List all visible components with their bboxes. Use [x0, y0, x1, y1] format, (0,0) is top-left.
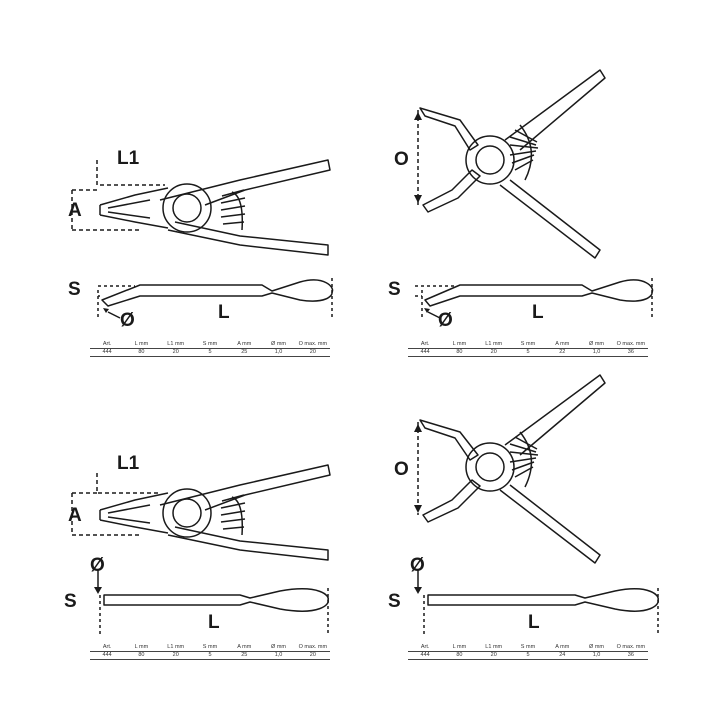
spec-value-cell: 1,0 [579, 651, 614, 660]
spec-header-cell: L mm [124, 341, 159, 349]
spec-value-cell: 1,0 [579, 348, 614, 357]
spec-header-cell: L1 mm [476, 644, 511, 652]
dimension-diameter-label: Ø [90, 555, 105, 576]
pliers-opening-drawing [414, 374, 659, 635]
spec-header-cell: A mm [227, 341, 262, 349]
spec-table: Art. L mm L1 mm S mm A mm Ø mm O max. mm… [408, 644, 648, 660]
dimension-l-label: L [532, 302, 544, 323]
dimension-s-label: S [388, 279, 401, 300]
spec-value-cell: 22 [545, 348, 580, 357]
pliers-opening-drawing [414, 69, 654, 320]
dimension-s-label: S [64, 591, 77, 612]
spec-value-cell: 25 [227, 651, 262, 660]
dimension-diameter-label: Ø [438, 310, 453, 331]
dimension-l1-label: L1 [117, 453, 140, 474]
dimension-diameter-label: Ø [410, 555, 425, 576]
spec-value-row: 444 80 20 5 25 1,0 20 [90, 348, 330, 357]
spec-header-cell: Art. [408, 644, 443, 652]
spec-header-cell: A mm [227, 644, 262, 652]
spec-header-cell: L mm [124, 644, 159, 652]
spec-header-cell: S mm [510, 644, 546, 652]
spec-value-cell: 20 [158, 651, 193, 660]
dimension-o-label: O [394, 459, 409, 480]
spec-header-cell: S mm [510, 341, 546, 349]
spec-header-row: Art. L mm L1 mm S mm A mm Ø mm O max. mm [408, 644, 648, 652]
spec-value-cell: 5 [510, 651, 546, 660]
spec-header-cell: L1 mm [158, 341, 193, 349]
spec-value-row: 444 80 20 5 24 1,0 36 [408, 651, 648, 660]
spec-header-cell: Ø mm [579, 341, 614, 349]
spec-value-cell: 20 [295, 651, 330, 660]
pliers-closing-drawing [71, 159, 334, 320]
spec-header-cell: L1 mm [158, 644, 193, 652]
spec-value-cell: 20 [158, 348, 193, 357]
spec-value-cell: 444 [408, 348, 443, 357]
spec-value-cell: 80 [442, 651, 477, 660]
spec-header-cell: L mm [442, 341, 477, 349]
dimension-a-label: A [68, 200, 82, 221]
spec-value-cell: 1,0 [261, 348, 296, 357]
spec-value-cell: 444 [90, 348, 125, 357]
dimension-l-label: L [208, 612, 220, 633]
spec-value-cell: 80 [442, 348, 477, 357]
spec-header-cell: S mm [192, 644, 228, 652]
spec-header-cell: Art. [90, 341, 125, 349]
spec-table: Art. L mm L1 mm S mm A mm Ø mm O max. mm… [90, 341, 330, 357]
spec-header-cell: Art. [90, 644, 125, 652]
spec-header-cell: L mm [442, 644, 477, 652]
spec-header-cell: S mm [192, 341, 228, 349]
spec-header-cell: Art. [408, 341, 443, 349]
diagram-top-left: L1 A S Ø L Art. L mm L1 mm S mm A mm Ø m… [0, 0, 360, 360]
spec-value-cell: 80 [124, 651, 159, 660]
dimension-o-label: O [394, 149, 409, 170]
spec-header-row: Art. L mm L1 mm S mm A mm Ø mm O max. mm [408, 341, 648, 349]
spec-header-cell: O max. mm [613, 341, 648, 349]
spec-value-cell: 5 [192, 348, 228, 357]
diagram-top-right: O S Ø L Art. L mm L1 mm S mm A mm Ø mm O… [360, 0, 720, 360]
spec-table: Art. L mm L1 mm S mm A mm Ø mm O max. mm… [90, 644, 330, 660]
spec-value-cell: 5 [192, 651, 228, 660]
spec-value-cell: 24 [545, 651, 580, 660]
spec-value-cell: 20 [476, 651, 511, 660]
spec-header-cell: A mm [545, 341, 580, 349]
spec-header-cell: Ø mm [261, 644, 296, 652]
spec-header-cell: Ø mm [261, 341, 296, 349]
spec-header-row: Art. L mm L1 mm S mm A mm Ø mm O max. mm [90, 341, 330, 349]
diagram-bottom-left: L1 A Ø S L Art. L mm L1 mm S mm A mm Ø m… [0, 360, 360, 720]
spec-value-cell: 444 [408, 651, 443, 660]
dimension-diameter-label: Ø [120, 310, 135, 331]
spec-value-cell: 1,0 [261, 651, 296, 660]
spec-header-cell: O max. mm [613, 644, 648, 652]
pliers-closing-drawing [71, 464, 331, 635]
spec-header-cell: O max. mm [295, 341, 330, 349]
spec-value-cell: 80 [124, 348, 159, 357]
dimension-l1-label: L1 [117, 148, 140, 169]
dimension-l-label: L [218, 302, 230, 323]
spec-value-cell: 20 [476, 348, 511, 357]
dimension-l-label: L [528, 612, 540, 633]
spec-value-cell: 25 [227, 348, 262, 357]
spec-header-cell: L1 mm [476, 341, 511, 349]
spec-header-cell: A mm [545, 644, 580, 652]
dimension-a-label: A [68, 505, 82, 526]
dimension-s-label: S [388, 591, 401, 612]
spec-value-cell: 20 [295, 348, 330, 357]
dimension-s-label: S [68, 279, 81, 300]
spec-value-row: 444 80 20 5 25 1,0 20 [90, 651, 330, 660]
spec-value-cell: 5 [510, 348, 546, 357]
spec-value-cell: 36 [613, 348, 648, 357]
diagram-bottom-right: O Ø S L Art. L mm L1 mm S mm A mm Ø mm O… [360, 360, 720, 720]
spec-value-cell: 444 [90, 651, 125, 660]
spec-value-row: 444 80 20 5 22 1,0 36 [408, 348, 648, 357]
spec-header-cell: O max. mm [295, 644, 330, 652]
spec-table: Art. L mm L1 mm S mm A mm Ø mm O max. mm… [408, 341, 648, 357]
spec-header-cell: Ø mm [579, 644, 614, 652]
spec-value-cell: 36 [613, 651, 648, 660]
spec-header-row: Art. L mm L1 mm S mm A mm Ø mm O max. mm [90, 644, 330, 652]
